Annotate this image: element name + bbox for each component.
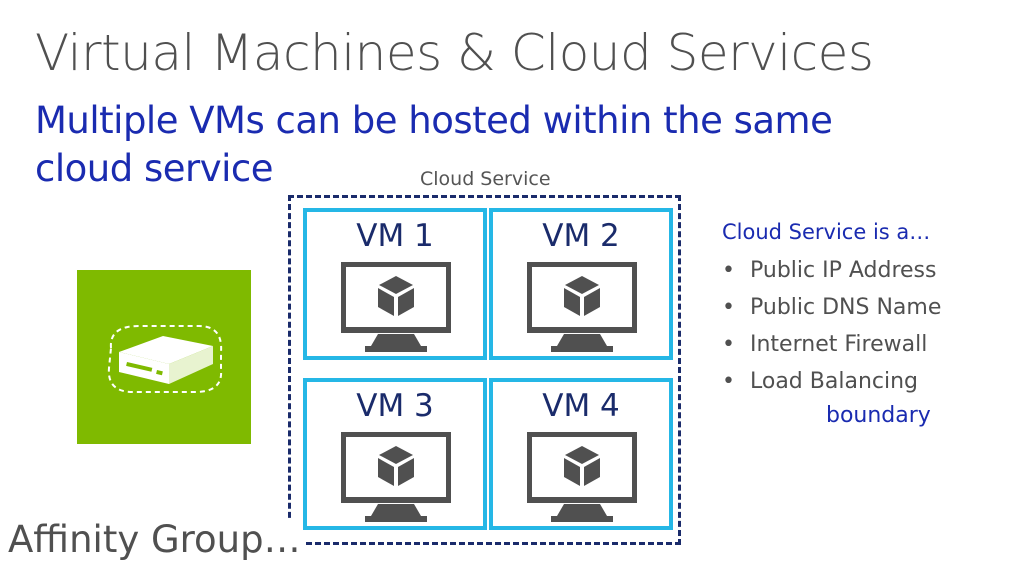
- side-heading: Cloud Service is a…: [722, 220, 931, 244]
- vm-1-box: VM 1: [303, 208, 487, 360]
- bullet-dot: •: [722, 332, 735, 357]
- list-item-text: Load Balancing: [750, 369, 918, 394]
- virtual-machine-tile: [77, 270, 251, 444]
- vm-4-box: VM 4: [489, 378, 673, 530]
- monitor-cube-icon: [527, 432, 637, 522]
- list-item: • Internet Firewall: [722, 326, 941, 363]
- server-icon: [107, 325, 223, 393]
- vm-2-box: VM 2: [489, 208, 673, 360]
- cloud-service-boundary: VM 1 VM 2 VM 3: [288, 195, 681, 545]
- vm-label: VM 4: [542, 388, 620, 424]
- slide-subtitle: Multiple VMs can be hosted within the sa…: [35, 99, 833, 190]
- list-item-text: Internet Firewall: [750, 332, 928, 357]
- vm-label: VM 2: [542, 218, 620, 254]
- list-item: • Load Balancing: [722, 363, 941, 400]
- list-item-text: Public DNS Name: [750, 295, 942, 320]
- list-item: • Public IP Address: [722, 252, 941, 289]
- monitor-cube-icon: [341, 262, 451, 352]
- cloud-service-label: Cloud Service: [420, 168, 551, 190]
- slide-title: Virtual Machines & Cloud Services: [35, 24, 874, 82]
- vm-3-box: VM 3: [303, 378, 487, 530]
- affinity-group-label: Affinity Group…: [8, 518, 303, 561]
- vm-label: VM 1: [356, 218, 434, 254]
- bullet-dot: •: [722, 295, 735, 320]
- monitor-cube-icon: [341, 432, 451, 522]
- list-item-text: Public IP Address: [750, 258, 937, 283]
- bullet-dot: •: [722, 369, 735, 394]
- bullet-dot: •: [722, 258, 735, 283]
- boundary-text: boundary: [826, 403, 931, 428]
- feature-list: • Public IP Address • Public DNS Name • Int…: [722, 252, 941, 400]
- vm-label: VM 3: [356, 388, 434, 424]
- list-item: • Public DNS Name: [722, 289, 941, 326]
- monitor-cube-icon: [527, 262, 637, 352]
